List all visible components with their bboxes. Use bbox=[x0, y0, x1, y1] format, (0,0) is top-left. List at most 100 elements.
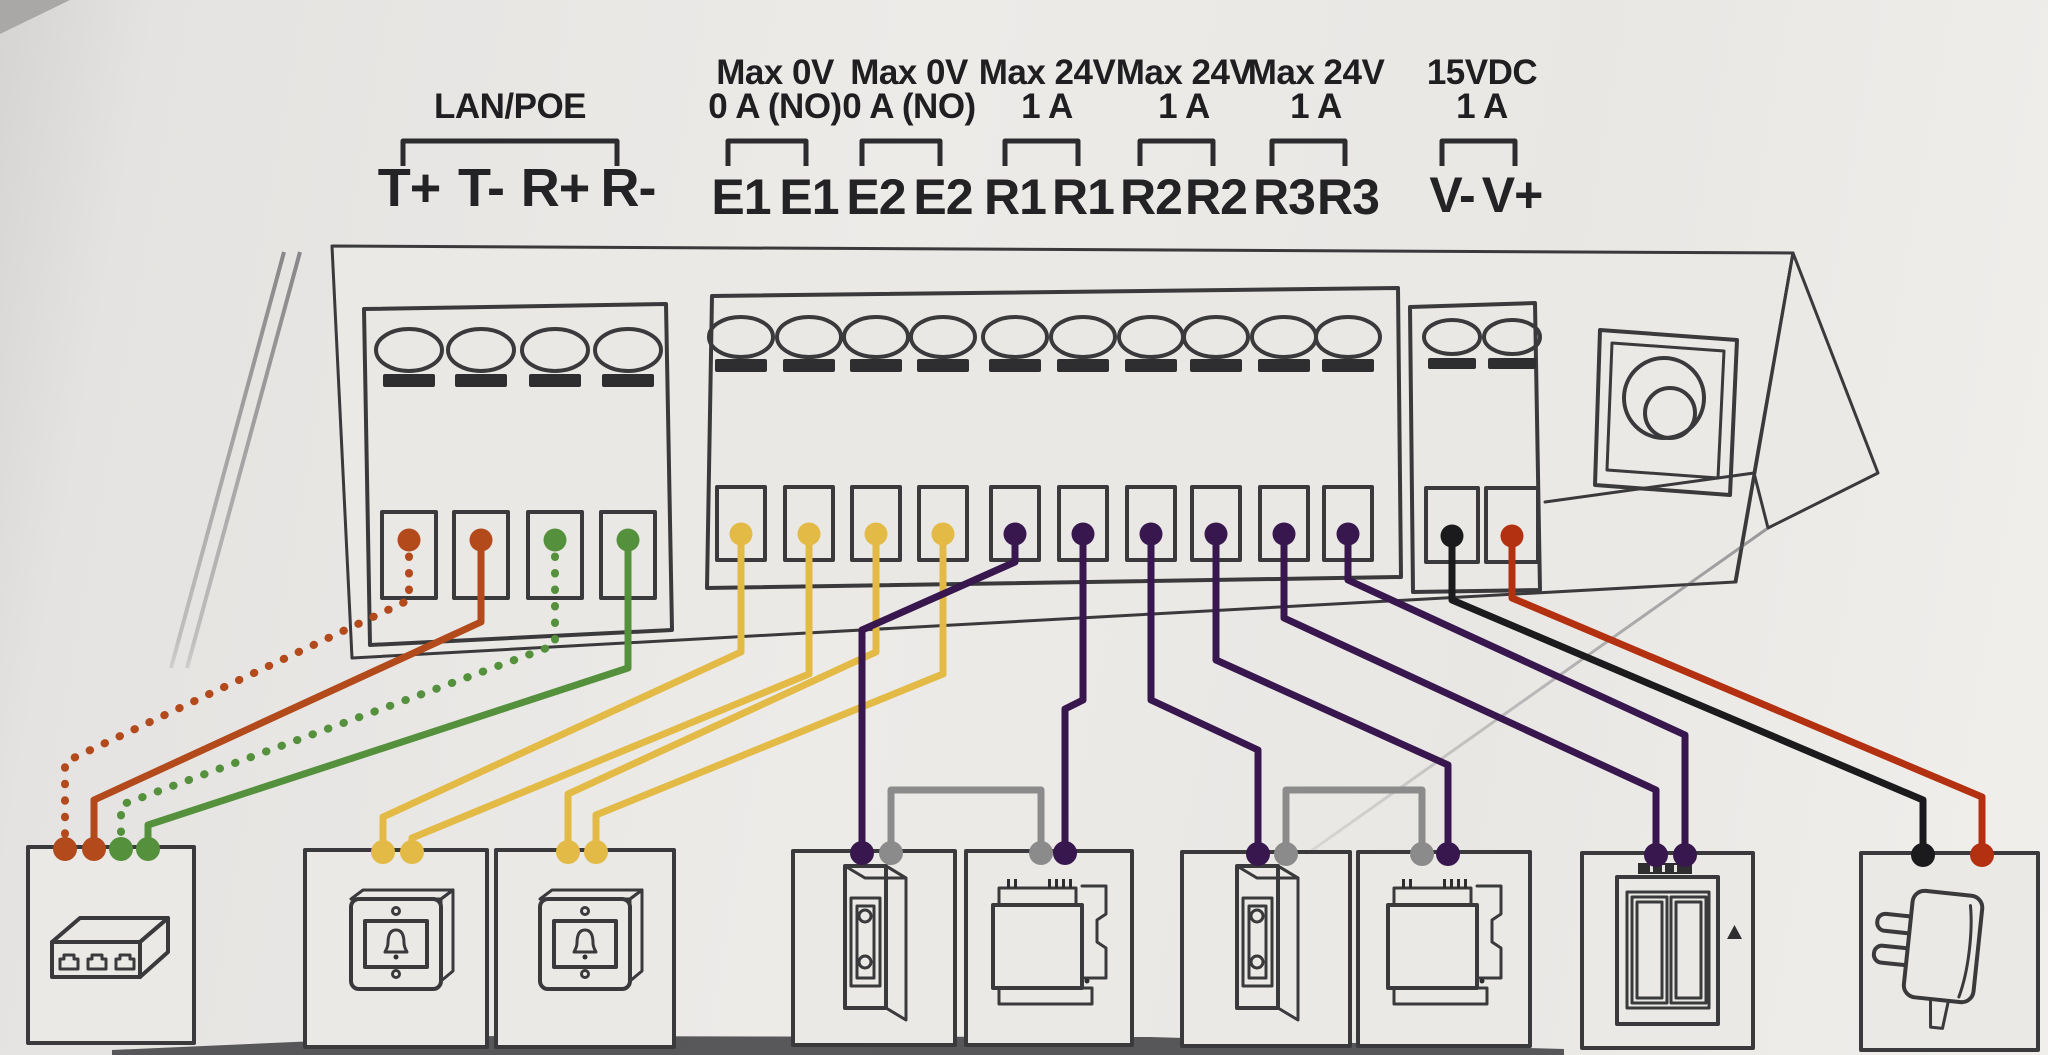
terminal-label-E1: E1 bbox=[711, 169, 770, 225]
terminal-label-R1: R1 bbox=[1052, 169, 1114, 225]
screw-terminal-icon bbox=[775, 315, 843, 359]
group-header: Max 24V bbox=[1116, 53, 1254, 92]
terminal-label-R-: R- bbox=[601, 158, 656, 218]
contact-dash bbox=[1057, 359, 1109, 372]
din-power-supply-2-entry-dot bbox=[1436, 842, 1460, 866]
din-power-supply-1-entry-dot bbox=[1053, 841, 1077, 865]
terminal-label-E2: E2 bbox=[913, 169, 972, 225]
group-header: 1 A bbox=[1456, 87, 1508, 126]
bell-clapper bbox=[582, 954, 588, 960]
psu-pins bbox=[1007, 879, 1072, 888]
terminal-label-E2: E2 bbox=[846, 169, 905, 225]
wire-R3-b bbox=[1344, 530, 1689, 857]
contact-dash bbox=[715, 359, 767, 372]
contact-dash bbox=[602, 374, 654, 387]
wire-R-plus bbox=[117, 536, 559, 857]
terminal-slot bbox=[380, 510, 438, 600]
left-flange-edge-outer bbox=[185, 251, 302, 669]
doorbell-button-2-icon bbox=[538, 888, 644, 991]
contact-dash bbox=[989, 359, 1041, 372]
group-bracket bbox=[400, 138, 620, 166]
rj45-port-icon bbox=[58, 953, 80, 971]
contact-dash bbox=[1258, 359, 1310, 372]
group-header: 0 A (NO) bbox=[842, 87, 975, 126]
group-bracket bbox=[1002, 138, 1081, 166]
screw-terminal-icon bbox=[1314, 315, 1382, 359]
doorbell-button-1-icon bbox=[349, 888, 455, 991]
group-bracket bbox=[1269, 138, 1348, 166]
wire-T-plus bbox=[61, 536, 413, 857]
terminal-slot bbox=[526, 510, 584, 600]
group-header: 0 A (NO) bbox=[708, 87, 841, 126]
wire-R1-b bbox=[1061, 530, 1087, 857]
terminal-label-R3: R3 bbox=[1253, 169, 1315, 225]
lan-poe-block-outline bbox=[362, 302, 674, 647]
group-header: Max 24V bbox=[979, 53, 1117, 92]
terminal-dot-R1 bbox=[1003, 522, 1027, 546]
network-switch-icon bbox=[50, 916, 170, 979]
wire-E2-a bbox=[564, 530, 880, 857]
terminal-dot-T- bbox=[469, 528, 493, 552]
screw-terminal-icon bbox=[1049, 315, 1117, 359]
group-bracket bbox=[859, 138, 943, 166]
terminal-label-V-: V- bbox=[1429, 167, 1474, 223]
door-strike-1-entry-dot bbox=[879, 841, 903, 865]
screw-terminal-icon bbox=[981, 315, 1049, 359]
doorbell-button-2-entry-dot bbox=[584, 840, 608, 864]
din-power-supply-2-icon bbox=[1386, 879, 1503, 1006]
elevator-entry-dot bbox=[1644, 843, 1668, 867]
network-switch-entry-dot bbox=[82, 837, 106, 861]
wire-V-minus bbox=[1448, 532, 1927, 857]
group-bracket bbox=[725, 138, 809, 166]
power-adapter-icon bbox=[1871, 888, 1985, 1030]
up-arrow-icon bbox=[1727, 925, 1742, 939]
wire-R2-a bbox=[1147, 530, 1262, 857]
contact-dash bbox=[1428, 358, 1476, 369]
terminal-dot-R- bbox=[616, 528, 640, 552]
contact-dash bbox=[383, 374, 435, 387]
doorbell-button-2-entry-dot bbox=[556, 840, 580, 864]
group-header: Max 24V bbox=[1248, 53, 1386, 92]
screw-terminal-icon bbox=[1482, 318, 1542, 356]
screw-terminal-icon bbox=[1422, 318, 1482, 356]
group-header: Max 0V bbox=[716, 53, 835, 92]
terminal-dot-E1 bbox=[729, 522, 753, 546]
screw-terminal-icon bbox=[1182, 315, 1250, 359]
terminal-label-R2: R2 bbox=[1185, 169, 1247, 225]
fold-crease bbox=[1734, 251, 1795, 584]
terminal-dot-V- bbox=[1440, 524, 1464, 548]
doorbell-button-2-box bbox=[494, 848, 676, 1049]
terminal-dot-T+ bbox=[397, 528, 421, 552]
group-header: 1 A bbox=[1021, 87, 1073, 126]
door-strike-2-icon bbox=[1235, 864, 1300, 1022]
terminal-dot-E1 bbox=[797, 522, 821, 546]
contact-dash bbox=[1488, 358, 1536, 369]
rj45-port-icon bbox=[114, 953, 136, 971]
doorbell-button-1-entry-dot bbox=[371, 840, 395, 864]
contact-dash bbox=[850, 359, 902, 372]
screw-terminal-icon bbox=[446, 327, 516, 373]
group-header: 1 A bbox=[1158, 87, 1210, 126]
contact-dash bbox=[1125, 359, 1177, 372]
doorbell-button-1-entry-dot bbox=[400, 840, 424, 864]
left-flange-edge-inner bbox=[169, 251, 286, 669]
screw-terminal-icon bbox=[593, 327, 663, 373]
terminal-label-V+: V+ bbox=[1482, 167, 1543, 223]
wire-V-plus bbox=[1508, 531, 1986, 857]
wire-E2-b bbox=[592, 530, 947, 857]
terminal-dot-E2 bbox=[864, 522, 888, 546]
photo-corner-shadow bbox=[0, 0, 70, 34]
door-strike-2-entry-dot bbox=[1246, 842, 1270, 866]
doorbell-button-1-box bbox=[303, 848, 489, 1049]
terminal-dot-E2 bbox=[931, 522, 955, 546]
terminal-dot-V+ bbox=[1500, 524, 1524, 548]
group-bracket bbox=[1439, 138, 1518, 166]
screw-terminal-icon bbox=[707, 315, 775, 359]
bell-icon bbox=[572, 928, 598, 954]
door-strike-2-entry-dot bbox=[1274, 842, 1298, 866]
power-adapter-entry-dot bbox=[1911, 843, 1935, 867]
terminal-dot-R3 bbox=[1336, 522, 1360, 546]
group-header: 1 A bbox=[1290, 87, 1342, 126]
